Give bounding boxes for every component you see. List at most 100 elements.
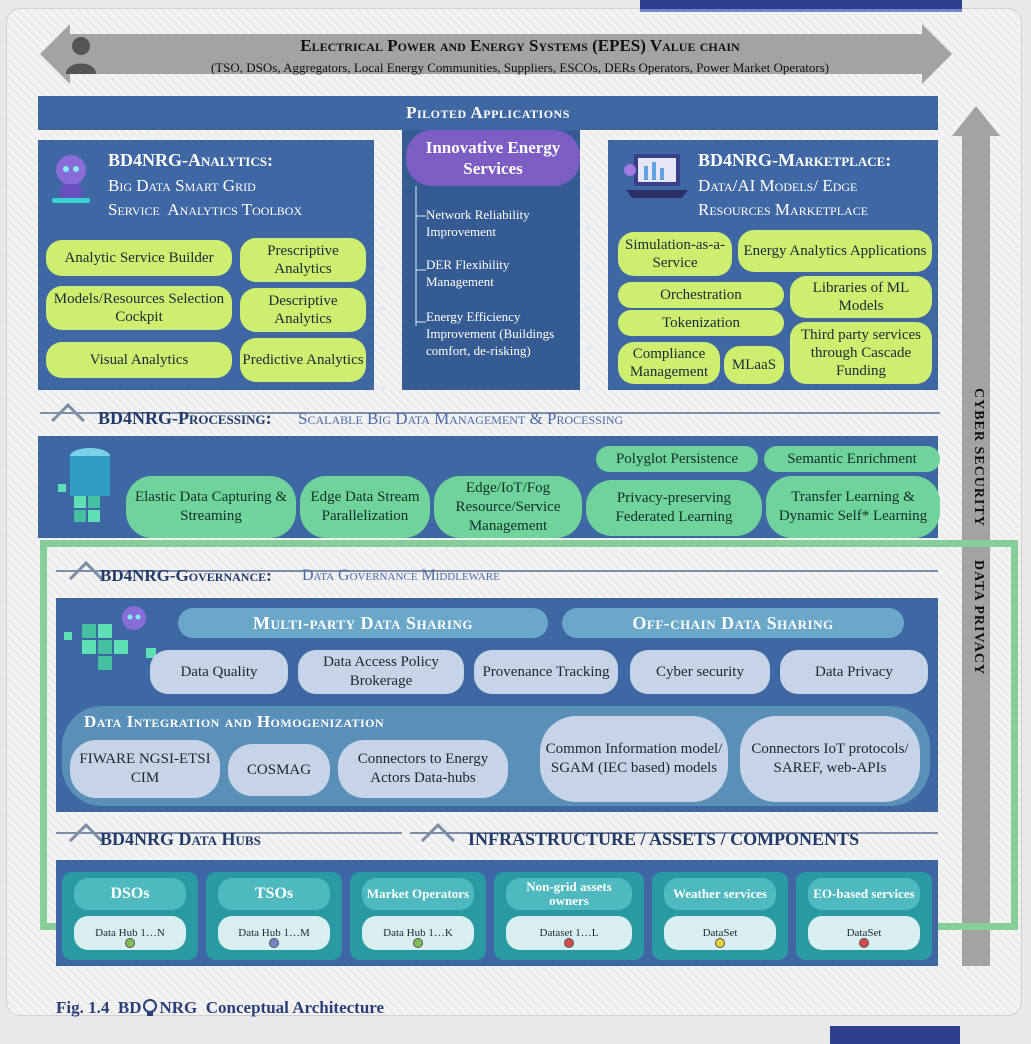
models-resources-cockpit: Models/Resources Selection Cockpit: [46, 286, 232, 330]
infrastructure-title: Infrastructure / Assets / Components: [468, 829, 860, 849]
privacy-preserving-fl: Privacy-preserving Federated Learning: [586, 480, 762, 536]
status-dot: [715, 938, 725, 948]
hub-head-weather: Weather services: [664, 878, 776, 910]
lightbulb-icon: [143, 999, 158, 1016]
connectors-energy-actors: Connectors to Energy Actors Data-hubs: [338, 740, 508, 798]
top-decoration: [640, 0, 962, 12]
hub-body-text: Data Hub 1…N: [95, 927, 165, 939]
common-information-model: Common Information model/ SGAM (IEC base…: [540, 716, 728, 802]
marketplace-title: BD4NRG-Marketplace:: [698, 150, 892, 170]
provenance-tracking: Provenance Tracking: [474, 650, 618, 694]
tokenization: Tokenization: [618, 310, 784, 336]
hub-body-market: Data Hub 1…K: [362, 916, 474, 950]
predictive-analytics: Predictive Analytics: [240, 338, 366, 382]
caption-suffix: NRG Conceptual Architecture: [159, 998, 385, 1017]
hub-body-dsos: Data Hub 1…N: [74, 916, 186, 950]
descriptive-analytics: Descriptive Analytics: [240, 288, 366, 332]
fiware-ngsi: FIWARE NGSI-ETSI CIM: [70, 740, 220, 798]
right-connector-arrows: ◂▸◂▸◂▸◂▸◂▸◂▸: [584, 182, 593, 394]
hub-body-text: Data Hub 1…M: [238, 927, 310, 939]
visual-analytics: Visual Analytics: [46, 342, 232, 378]
edge-iot-fog-management: Edge/IoT/Fog Resource/Service Management: [434, 476, 582, 538]
piloted-applications-bar: Piloted Applications: [38, 96, 938, 130]
hub-body-text: Data Hub 1…K: [383, 927, 453, 939]
off-chain-data-sharing: Off-chain Data Sharing: [562, 608, 904, 638]
energy-analytics-applications: Energy Analytics Applications: [738, 230, 932, 272]
governance-highlight-top: [40, 540, 1018, 744]
hub-card-weather: Weather services DataSet: [652, 872, 788, 960]
hub-body-eo: DataSet: [808, 916, 920, 950]
service-der-flexibility: DER Flexibility Management: [426, 257, 510, 289]
hub-head-eo: EO-based services: [808, 878, 920, 910]
processing-subtitle: Scalable Big Data Management & Processin…: [298, 409, 624, 428]
elastic-data-capturing: Elastic Data Capturing & Streaming: [126, 476, 296, 538]
simulation-as-a-service: Simulation-as-a-Service: [618, 232, 732, 276]
status-dot: [564, 938, 574, 948]
laptop-marketplace-icon: [624, 154, 688, 198]
connectors-iot-protocols: Connectors IoT protocols/ SAREF, web-API…: [740, 716, 920, 802]
value-chain-title: Electrical Power and Energy Systems (EPE…: [300, 36, 740, 55]
data-access-policy: Data Access Policy Brokerage: [298, 650, 464, 694]
value-chain-arrow: [40, 24, 952, 84]
processing-rule: [40, 412, 940, 414]
hub-card-non-grid: Non-grid assets owners Dataset 1…L: [494, 872, 644, 960]
status-dot: [125, 938, 135, 948]
hub-body-non-grid: Dataset 1…L: [506, 916, 632, 950]
hub-body-text: DataSet: [702, 927, 738, 939]
eu-flag-decoration: [830, 1026, 960, 1044]
person-icon: [66, 37, 96, 74]
service-tree-lines: [415, 186, 426, 326]
marketplace-subtitle-2: Resources Marketplace: [698, 200, 869, 219]
hub-card-market-operators: Market Operators Data Hub 1…K: [350, 872, 486, 960]
mlaas: MLaaS: [724, 346, 784, 384]
cyber-security-arrow: [952, 106, 1000, 966]
governance-subtitle: Data Governance Middleware: [302, 567, 500, 584]
cyber-security-pill: Cyber security: [630, 650, 770, 694]
hub-head-market: Market Operators: [362, 878, 474, 910]
libraries-of-ml-models: Libraries of ML Models: [790, 276, 932, 318]
hub-body-text: DataSet: [846, 927, 882, 939]
hubs-rule: [56, 832, 402, 834]
service-network-reliability: Network Reliability Improvement: [426, 207, 530, 239]
multi-party-data-sharing: Multi-party Data Sharing: [178, 608, 548, 638]
edge-data-stream: Edge Data Stream Parallelization: [300, 476, 430, 538]
semantic-enrichment: Semantic Enrichment: [764, 446, 940, 472]
status-dot: [269, 938, 279, 948]
caption-prefix: Fig. 1.4 BD: [56, 998, 142, 1017]
analytics-subtitle-2: Service Analytics Toolbox: [108, 200, 303, 219]
cosmag: COSMAG: [228, 744, 330, 796]
processing-title: BD4NRG-Processing:: [98, 408, 272, 428]
database-cube-icon: [58, 448, 110, 522]
hub-head-dsos: DSOs: [74, 878, 186, 910]
infra-rule: [410, 832, 938, 834]
service-energy-efficiency: Energy Efficiency Improvement (Buildings…: [426, 309, 555, 358]
robot-cubes-icon: [64, 606, 156, 670]
robot-analytics-icon: [52, 155, 90, 203]
data-privacy-pill: Data Privacy: [780, 650, 928, 694]
polyglot-persistence: Polyglot Persistence: [596, 446, 758, 472]
data-quality: Data Quality: [150, 650, 288, 694]
hub-card-dsos: DSOs Data Hub 1…N: [62, 872, 198, 960]
data-hubs-title: BD4NRG Data Hubs: [100, 829, 261, 849]
innovative-services-title: Innovative Energy Services: [406, 130, 580, 186]
cyber-security-label: Cyber security: [971, 388, 986, 527]
marketplace-subtitle-1: Data/AI Models/ Edge: [698, 176, 858, 195]
third-party-services: Third party services through Cascade Fun…: [790, 322, 932, 384]
data-privacy-label: Data Privacy: [971, 560, 986, 676]
hub-body-text: Dataset 1…L: [539, 927, 599, 939]
governance-rule: [56, 570, 938, 572]
hub-head-tsos: TSOs: [218, 878, 330, 910]
orchestration: Orchestration: [618, 282, 784, 308]
compliance-management: Compliance Management: [618, 342, 720, 384]
status-dot: [859, 938, 869, 948]
hub-body-weather: DataSet: [664, 916, 776, 950]
hub-head-non-grid: Non-grid assets owners: [506, 878, 632, 910]
status-dot: [413, 938, 423, 948]
left-connector-arrows: ◂▸◂▸◂▸◂▸◂▸◂▸: [378, 182, 387, 394]
hub-card-tsos: TSOs Data Hub 1…M: [206, 872, 342, 960]
prescriptive-analytics: Prescriptive Analytics: [240, 238, 366, 282]
hub-body-tsos: Data Hub 1…M: [218, 916, 330, 950]
analytics-title: BD4NRG-Analytics:: [108, 150, 273, 170]
transfer-learning: Transfer Learning & Dynamic Self* Learni…: [766, 476, 940, 538]
value-chain-subtitle: (TSO, DSOs, Aggregators, Local Energy Co…: [210, 60, 830, 75]
